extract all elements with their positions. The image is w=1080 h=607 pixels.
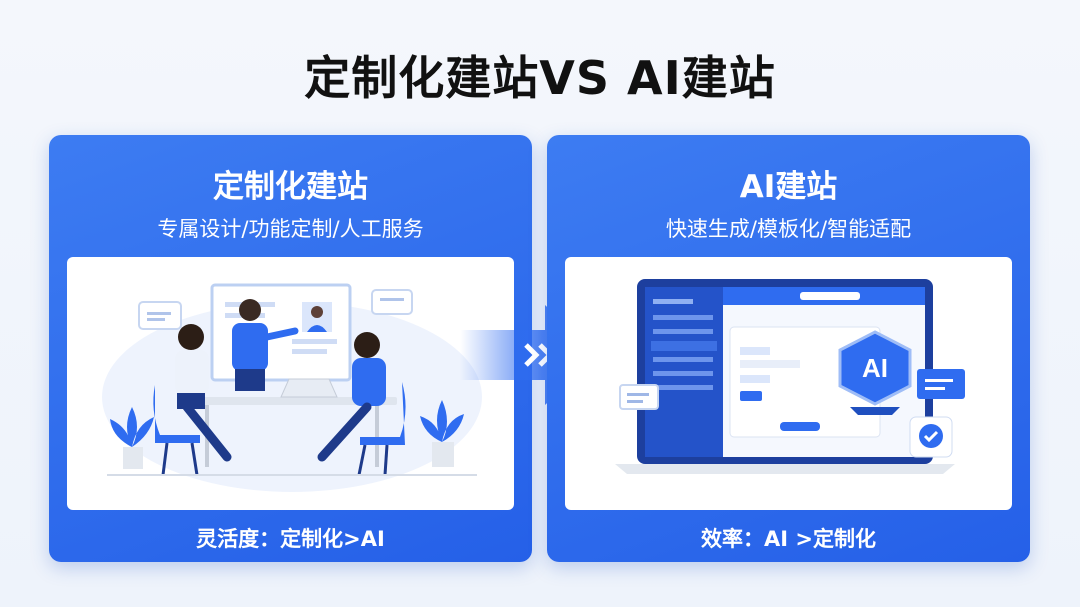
floating-card-left	[619, 384, 659, 410]
custom-site-panel: 定制化建站 专属设计/功能定制/人工服务	[49, 135, 532, 562]
dashboard-button	[740, 391, 762, 401]
meeting-table	[187, 397, 397, 405]
chat-bubble-left-icon	[138, 301, 182, 330]
ai-site-panel: AI建站 快速生成/模板化/智能适配	[547, 135, 1030, 562]
page-title: 定制化建站VS AI建站	[304, 51, 776, 105]
team-meeting-illustration	[102, 283, 482, 492]
ai-site-title: AI建站	[739, 169, 838, 205]
ai-dashboard-illustration: AI	[565, 257, 1012, 510]
ai-badge-text: AI	[862, 353, 888, 383]
plant-left-icon	[110, 407, 154, 447]
woman-figure	[178, 324, 204, 350]
custom-site-subtitle: 专属设计/功能定制/人工服务	[157, 217, 424, 241]
ai-site-footer: 效率：AI >定制化	[701, 527, 876, 551]
floating-card-right	[917, 369, 965, 399]
laptop-base	[615, 464, 955, 474]
ai-site-subtitle: 快速生成/模板化/智能适配	[665, 217, 912, 241]
custom-site-footer: 灵活度：定制化>AI	[196, 527, 385, 551]
custom-site-title: 定制化建站	[213, 169, 368, 205]
plant-right-icon	[420, 400, 464, 442]
laptop-dashboard-illustration: AI	[615, 279, 965, 474]
chat-bubble-right-icon	[371, 289, 413, 315]
ai-hexagon-icon: AI	[838, 330, 912, 415]
meeting-illustration	[67, 257, 514, 510]
check-circle-icon	[909, 416, 953, 458]
man-figure	[354, 332, 380, 358]
presenter-figure	[239, 299, 261, 321]
